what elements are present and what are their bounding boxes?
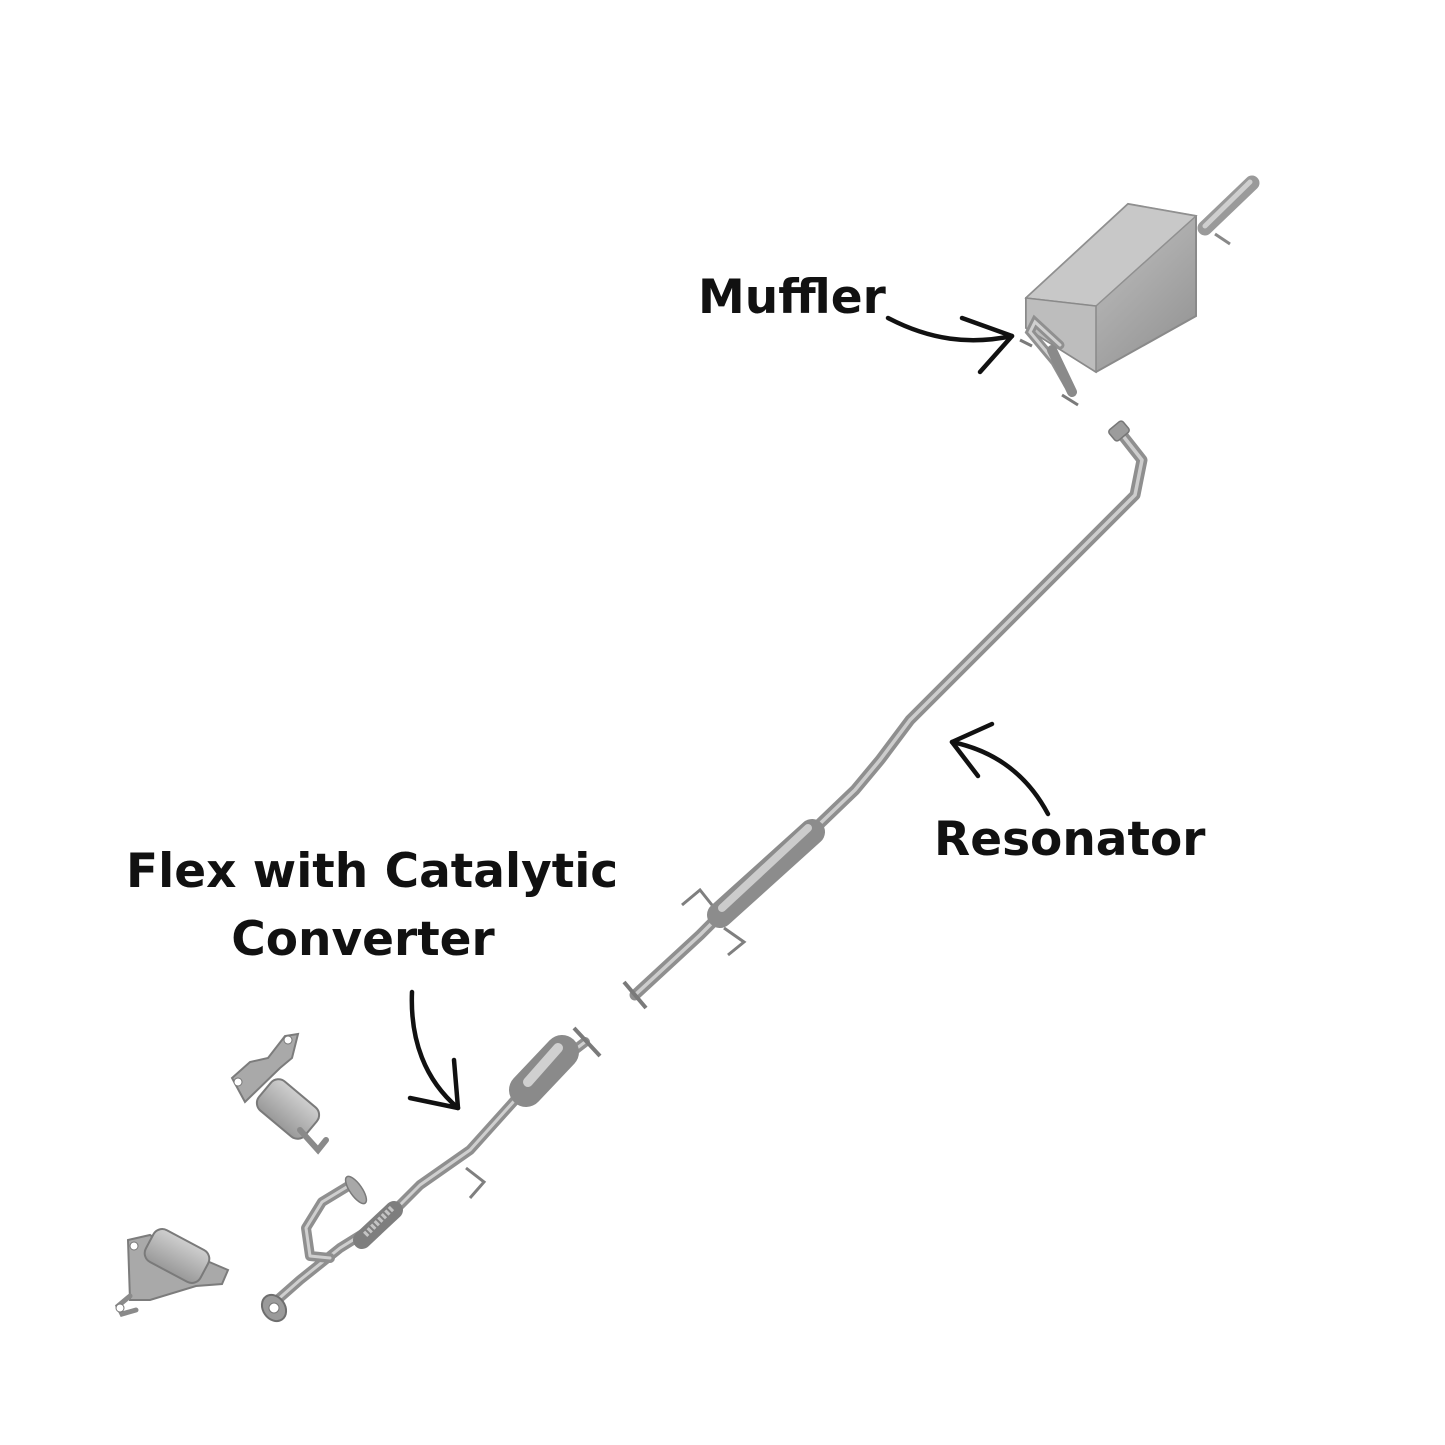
manifold-converter-lower <box>114 1228 230 1317</box>
resonator-part <box>622 420 1148 1010</box>
arrow-flex <box>407 989 461 1111</box>
flex-label-line2: Converter <box>231 912 495 968</box>
muffler-part <box>1019 175 1260 407</box>
flex-label-line1: Flex with Catalytic <box>126 844 619 899</box>
manifold-converter-upper <box>230 1032 329 1155</box>
arrow-muffler <box>885 315 1015 375</box>
flex-catalytic-part <box>260 1026 602 1323</box>
resonator-label: Resonator <box>934 812 1206 867</box>
arrow-resonator <box>949 721 1051 817</box>
flex-catalytic-label: Flex with Catalytic Converter <box>126 838 619 974</box>
muffler-label: Muffler <box>698 270 886 325</box>
